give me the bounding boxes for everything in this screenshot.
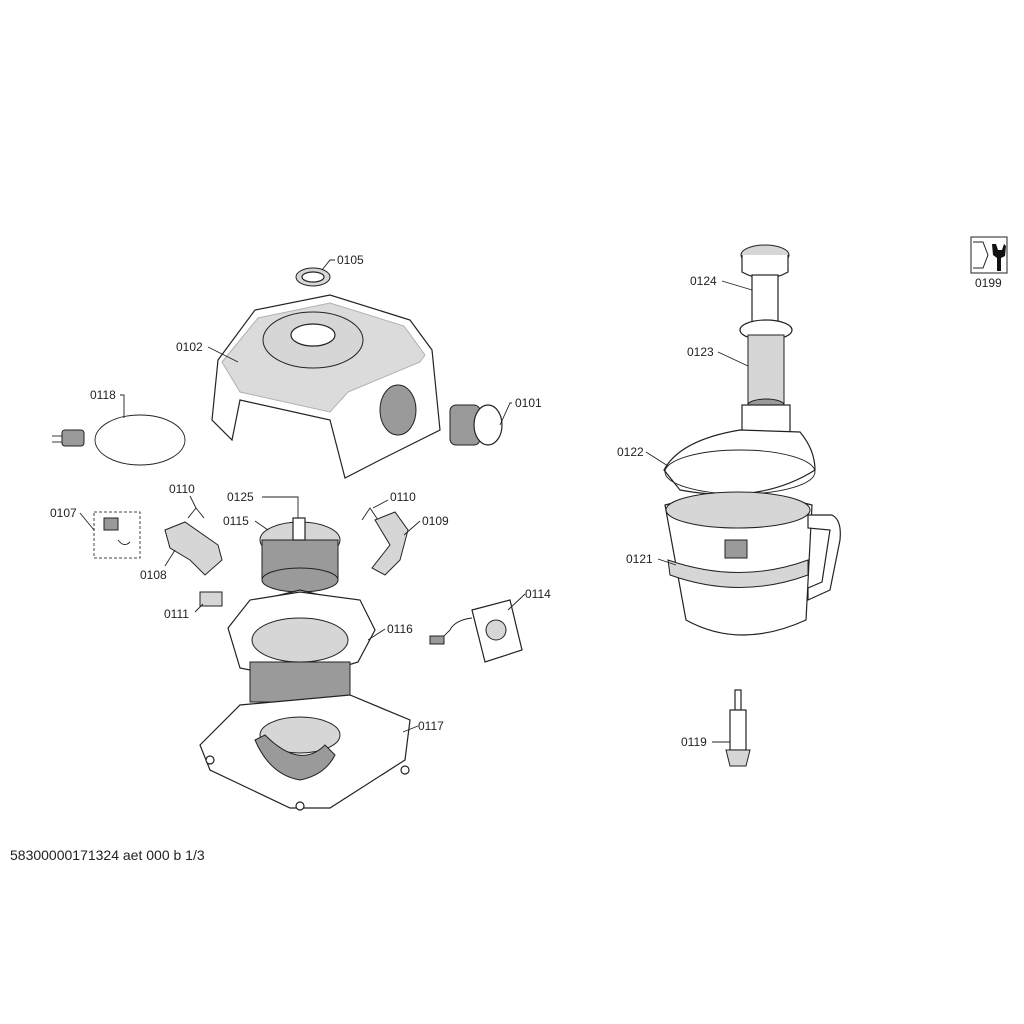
part-label: 0123: [687, 345, 714, 359]
part-label: 0111: [164, 607, 189, 621]
part-0124-pusher: [740, 244, 790, 326]
part-label: 0101: [515, 396, 542, 410]
part-label: 0110: [169, 482, 195, 496]
part-label: 0124: [690, 274, 717, 288]
document-code: 58300000171324 aet 000 b 1/3: [10, 847, 205, 863]
part-label: 0117: [418, 719, 444, 733]
part-0111-board: [199, 591, 223, 607]
part-0102-housing: [211, 294, 441, 479]
part-0108-bracket: [164, 521, 223, 576]
part-0121-bowl: [664, 491, 841, 636]
part-label: 0107: [50, 506, 77, 520]
part-label: 0102: [176, 340, 203, 354]
part-0118-power-cord: [52, 414, 186, 466]
part-label: 0114: [525, 587, 551, 601]
leader-lines: [79, 259, 753, 743]
part-label: 0108: [140, 568, 167, 582]
part-label: 0116: [387, 622, 413, 636]
nut-and-wrench-icon: [970, 236, 1008, 274]
part-label: 0121: [626, 552, 653, 566]
part-label: 0118: [90, 388, 116, 402]
service-icon-label: 0199: [975, 276, 1002, 290]
part-0116-frame: [227, 591, 376, 703]
part-label: 0119: [681, 735, 707, 749]
part-0110-clip-left: [187, 507, 205, 519]
part-0122-lid: [663, 404, 816, 496]
part-0117-base: [199, 694, 411, 811]
part-0101-knob: [449, 404, 503, 446]
part-0119-spindle: [725, 689, 751, 767]
part-label: 0115: [223, 514, 249, 528]
part-0114-control-board: [429, 599, 523, 663]
part-label: 0110: [390, 490, 416, 504]
part-label: 0105: [337, 253, 364, 267]
part-label: 0125: [227, 490, 254, 504]
part-label: 0122: [617, 445, 644, 459]
part-0109-bracket: [371, 511, 409, 576]
part-0105-ring: [295, 267, 331, 287]
part-0110-clip-right: [361, 507, 379, 521]
part-0107-terminal: [93, 511, 141, 559]
part-label: 0109: [422, 514, 449, 528]
